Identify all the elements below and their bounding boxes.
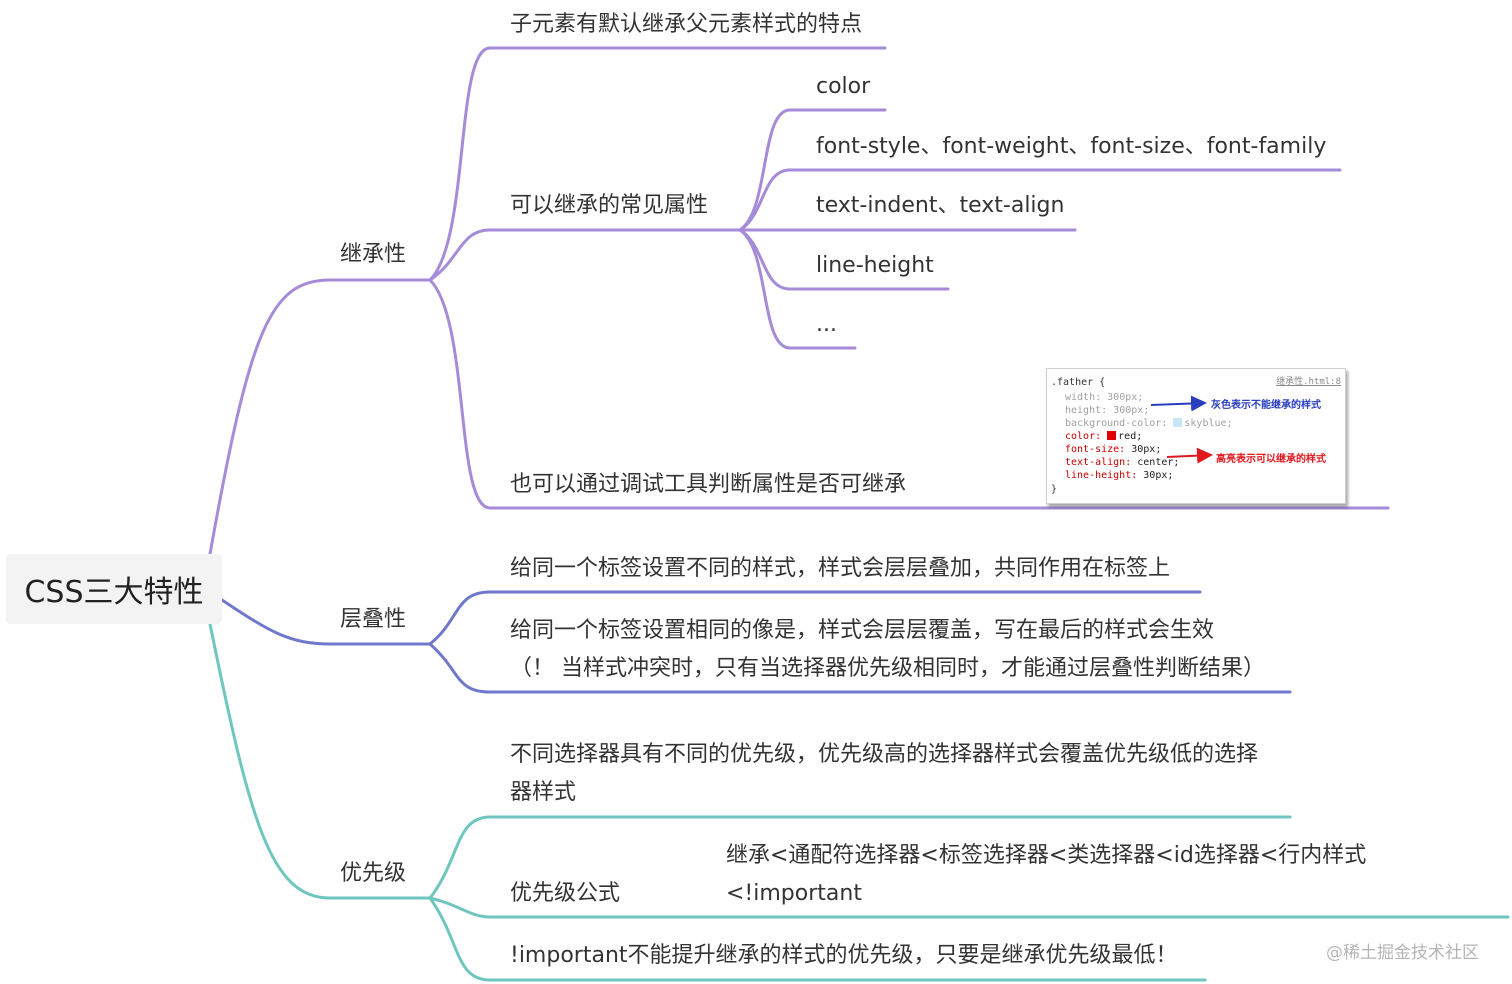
note-inheritable: 高亮表示可以继承的样式 (1216, 454, 1326, 465)
root-label: CSS三大特性 (24, 575, 204, 610)
link-prop-2 (738, 168, 792, 232)
node-formula-line1[interactable]: 继承<通配符选择器<标签选择器<类选择器<id选择器<行内样式 (726, 843, 1367, 868)
css-line-color: color: red; (1065, 431, 1143, 442)
node-cascade[interactable]: 层叠性 (340, 607, 407, 632)
red-swatch-icon (1107, 431, 1117, 440)
link-root-cascade (220, 598, 332, 646)
node-formula-line2[interactable]: <!important (726, 881, 862, 906)
link-cascade-1 (428, 590, 492, 646)
node-inheritance[interactable]: 继承性 (340, 242, 407, 267)
devtools-screenshot: .father { 继承性.html:8 width: 300px; heigh… (1046, 368, 1346, 504)
css-selector: .father { (1051, 377, 1106, 388)
node-priority[interactable]: 优先级 (340, 861, 407, 886)
note-not-inheritable: 灰色表示不能继承的样式 (1211, 400, 1321, 411)
css-line-height-box: height: 300px; (1065, 405, 1150, 416)
link-priority-3 (428, 896, 492, 982)
link-inherit-devtools (428, 278, 492, 510)
node-cascade-override-line2[interactable]: （！ 当样式冲突时，只有当选择器优先级相同时，才能通过层叠性判断结果） (510, 656, 1265, 681)
node-priority-formula[interactable]: 优先级公式 (510, 881, 621, 906)
link-cascade-2 (428, 642, 492, 694)
link-inherit-child (428, 46, 492, 282)
annotation-arrows (1150, 395, 1213, 464)
css-line-background: background-color: skyblue; (1065, 418, 1233, 429)
css-line-width: width: 300px; (1065, 392, 1144, 403)
link-root-inheritance (208, 278, 332, 556)
root-node[interactable]: CSS三大特性 (6, 554, 222, 624)
node-devtools[interactable]: 也可以通过调试工具判断属性是否可继承 (510, 472, 907, 497)
node-important-note[interactable]: !important不能提升继承的样式的优先级，只要是继承优先级最低！ (510, 943, 1178, 968)
css-closing-brace: } (1051, 484, 1058, 495)
link-inherit-common (428, 228, 492, 282)
watermark: @稀土掘金技术社区 (1326, 943, 1479, 963)
link-priority-2 (428, 896, 492, 919)
arrow-blue-icon (1150, 395, 1207, 412)
css-line-font-size: font-size: 30px; (1065, 444, 1162, 455)
node-cascade-override-line1[interactable]: 给同一个标签设置相同的像是，样式会层层覆盖，写在最后的样式会生效 (510, 618, 1215, 643)
css-line-line-height: line-height: 30px; (1065, 470, 1174, 481)
node-prop-line-height[interactable]: line-height (816, 253, 934, 278)
node-priority-desc-line2[interactable]: 器样式 (510, 780, 577, 805)
node-prop-font[interactable]: font-style、font-weight、font-size、font-fa… (816, 134, 1327, 159)
link-priority-1 (428, 815, 492, 900)
node-common-props[interactable]: 可以继承的常见属性 (510, 193, 709, 218)
link-prop-1 (738, 108, 792, 232)
node-prop-text[interactable]: text-indent、text-align (816, 193, 1065, 218)
node-child-inherits[interactable]: 子元素有默认继承父元素样式的特点 (510, 12, 863, 37)
link-root-priority (208, 622, 332, 900)
node-prop-color[interactable]: color (816, 74, 871, 99)
link-prop-5 (738, 228, 792, 350)
arrow-red-icon (1166, 447, 1213, 464)
node-priority-desc-line1[interactable]: 不同选择器具有不同的优先级，优先级高的选择器样式会覆盖优先级低的选择 (510, 742, 1259, 767)
node-prop-more[interactable]: ... (816, 312, 837, 337)
css-source-file: 继承性.html:8 (1276, 377, 1341, 387)
skyblue-swatch-icon (1173, 418, 1183, 427)
node-cascade-stack[interactable]: 给同一个标签设置不同的样式，样式会层层叠加，共同作用在标签上 (510, 556, 1171, 581)
css-line-text-align: text-align: center; (1065, 457, 1180, 468)
